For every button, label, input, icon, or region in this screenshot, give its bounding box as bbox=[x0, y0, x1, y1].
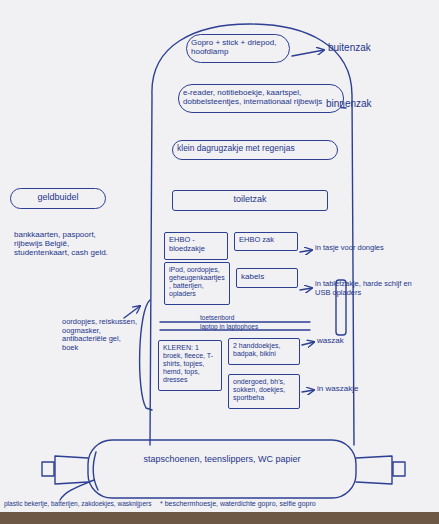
laptop-sleeve bbox=[160, 322, 310, 330]
leader-arrow bbox=[300, 288, 312, 290]
strap-buckle bbox=[393, 462, 405, 476]
leader-line bbox=[60, 480, 94, 500]
pocket-box: EHBO - bloedzakje bbox=[164, 232, 228, 260]
pocket-box: ondergoed, bh's, sokken, doekjes, sportb… bbox=[228, 374, 300, 409]
table-edge bbox=[0, 512, 439, 524]
note-label: plastic bekertje, batterijen, zakdoekjes… bbox=[4, 500, 154, 507]
pocket-box: toiletzak bbox=[172, 190, 328, 211]
note-label: binnenzak bbox=[326, 98, 426, 110]
pocket-text: Gopro + stick + driepod, hoofdlamp bbox=[191, 38, 285, 56]
note-label: buitenzak bbox=[328, 42, 428, 54]
note-label: laptop in laptophoes bbox=[200, 323, 310, 330]
pocket-box: EHBO zak bbox=[234, 232, 298, 251]
pocket-text: geldbuidel bbox=[15, 192, 101, 202]
pocket-box: klein dagrugzakje met regenjas bbox=[172, 140, 338, 160]
leader-arrow bbox=[302, 342, 314, 345]
note-label: in waszakje bbox=[317, 384, 397, 393]
pocket-text: toiletzak bbox=[177, 194, 323, 204]
backpack-outline bbox=[150, 24, 354, 445]
pocket-text: kabels bbox=[241, 272, 293, 281]
pocket-box: geldbuidel bbox=[10, 188, 106, 209]
pocket-box: 2 handdoekjes, badpak, bikini bbox=[228, 338, 300, 365]
strap-buckle bbox=[42, 462, 54, 476]
side-pocket bbox=[140, 300, 152, 410]
pocket-text: EHBO - bloedzakje bbox=[169, 236, 223, 253]
roll-cap bbox=[55, 456, 88, 484]
pocket-text: 2 handdoekjes, badpak, bikini bbox=[233, 342, 295, 358]
pocket-box: Gopro + stick + driepod, hoofdlamp bbox=[186, 34, 290, 63]
note-label: * beschermhoesje, waterdichte gopro, sel… bbox=[160, 500, 430, 508]
sleeping-roll bbox=[88, 440, 356, 498]
pocket-box: iPod, oordopjes, geheugenkaartjes, batte… bbox=[164, 262, 230, 305]
pocket-box: kabels bbox=[236, 268, 298, 288]
note-label: in tabletzakje, harde schijf en USB opla… bbox=[315, 280, 427, 297]
leader-arrow bbox=[124, 306, 140, 318]
roll-cap bbox=[356, 456, 392, 484]
pocket-text: e-reader, notitieboekje, kaartspel, dobb… bbox=[183, 88, 339, 106]
pocket-text: stapschoenen, teenslippers, WC papier bbox=[117, 454, 327, 464]
pocket-box: KLEREN: 1 broek, fleece, T-shirts, topje… bbox=[158, 340, 222, 391]
note-label: bankkaarten, paspoort, rijbewijs België,… bbox=[14, 230, 114, 258]
pocket-text: EHBO zak bbox=[239, 236, 293, 245]
pocket-text: klein dagrugzakje met regenjas bbox=[177, 144, 333, 154]
roll-label: stapschoenen, teenslippers, WC papier bbox=[112, 450, 332, 471]
roll-pocket bbox=[93, 452, 98, 490]
note-label: waszak bbox=[317, 336, 397, 345]
leader-arrow bbox=[292, 50, 324, 56]
note-label: oordopjes, reiskussen, oogmasker, antiba… bbox=[62, 318, 138, 353]
note-label: in tasje voor dongles bbox=[315, 244, 427, 253]
pocket-text: iPod, oordopjes, geheugenkaartjes, batte… bbox=[169, 266, 225, 298]
pocket-text: KLEREN: 1 broek, fleece, T-shirts, topje… bbox=[163, 344, 217, 384]
leader-arrow bbox=[300, 250, 312, 252]
note-label: toetsenbord bbox=[200, 314, 300, 321]
pocket-box: e-reader, notitieboekje, kaartspel, dobb… bbox=[178, 84, 344, 113]
pocket-text: ondergoed, bh's, sokken, doekjes, sportb… bbox=[233, 378, 295, 402]
leader-arrow bbox=[302, 390, 314, 392]
